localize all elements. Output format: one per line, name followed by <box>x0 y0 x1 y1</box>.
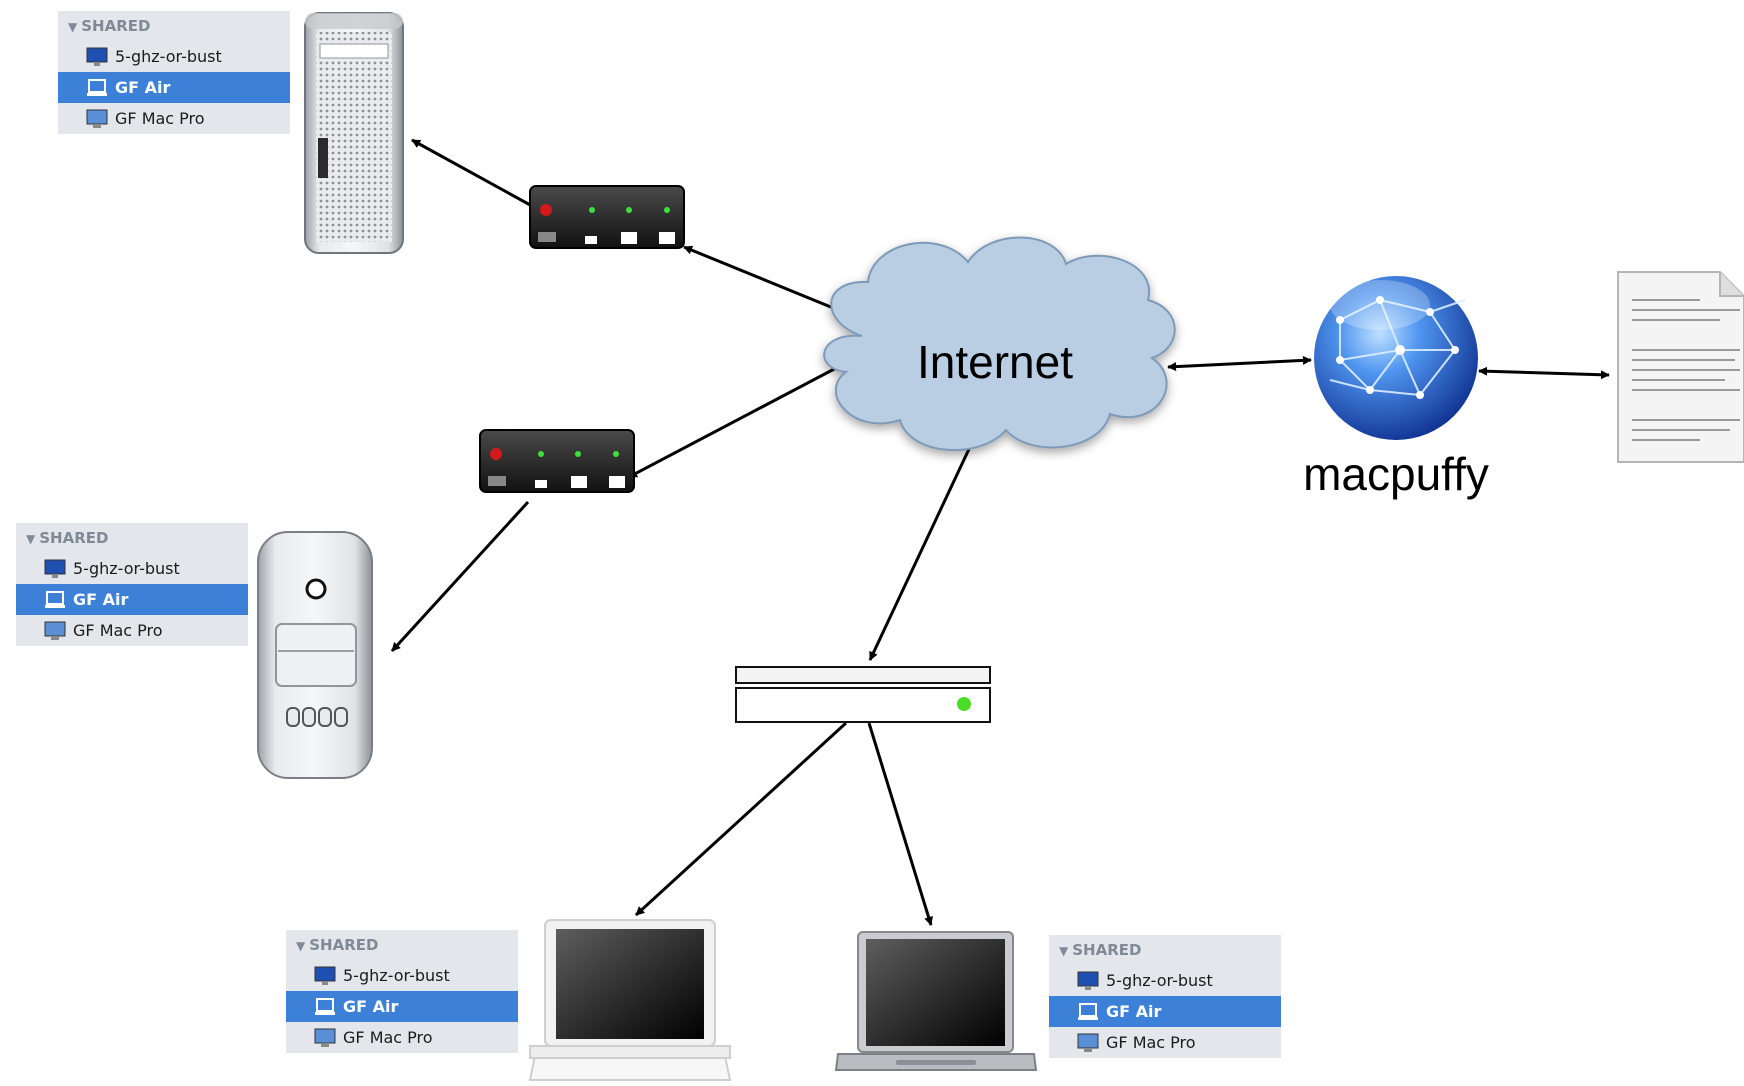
airport-base-station-icon <box>735 666 991 723</box>
display-icon <box>1077 1033 1099 1052</box>
sidebar-item-gf-mac-pro[interactable]: GF Mac Pro <box>58 103 290 134</box>
laptop-icon <box>315 998 335 1015</box>
network-globe-icon <box>1314 276 1478 440</box>
shared-section-header[interactable]: ▼SHARED <box>16 523 248 553</box>
power-mac-tower-icon <box>257 531 373 779</box>
disclosure-triangle-icon[interactable]: ▼ <box>296 939 306 953</box>
imac-icon <box>1077 971 1099 990</box>
laptop-icon <box>1078 1003 1098 1020</box>
sidebar-item-gf-mac-pro[interactable]: GF Mac Pro <box>286 1022 518 1053</box>
sidebar-item-5-ghz-or-bust[interactable]: 5-ghz-or-bust <box>1049 965 1281 996</box>
shared-section-header[interactable]: ▼SHARED <box>58 11 290 41</box>
imac-icon <box>86 47 108 66</box>
imac-icon <box>314 966 336 985</box>
sidebar-item-gf-mac-pro[interactable]: GF Mac Pro <box>1049 1027 1281 1058</box>
display-icon <box>314 1028 336 1047</box>
finder-sidebar-panel: ▼SHARED 5-ghz-or-bust GF Air GF Mac Pro <box>286 930 518 1053</box>
finder-sidebar-panel: ▼SHARED 5-ghz-or-bust GF Air GF Mac Pro <box>16 523 248 646</box>
arrow-airport-to-macbook <box>634 721 848 917</box>
arrow-internet-to-hub-top <box>683 245 844 314</box>
arrow-internet-to-hub-mid <box>628 365 839 479</box>
sidebar-item-5-ghz-or-bust[interactable]: 5-ghz-or-bust <box>286 960 518 991</box>
arrow-internet-to-airport <box>868 448 971 661</box>
internet-label: Internet <box>917 336 1073 388</box>
imac-icon <box>44 559 66 578</box>
sidebar-item-gf-air[interactable]: GF Air <box>16 584 248 615</box>
arrow-server-to-document <box>1478 366 1610 380</box>
shared-section-header[interactable]: ▼SHARED <box>286 930 518 960</box>
mac-pro-tower-icon <box>304 12 404 254</box>
macbook-laptop-icon <box>528 919 732 1081</box>
laptop-icon <box>45 591 65 608</box>
disclosure-triangle-icon[interactable]: ▼ <box>1059 944 1069 958</box>
sidebar-item-5-ghz-or-bust[interactable]: 5-ghz-or-bust <box>16 553 248 584</box>
finder-sidebar-panel: ▼SHARED 5-ghz-or-bust GF Air GF Mac Pro <box>58 11 290 134</box>
arrow-hub-mid-to-power-mac <box>390 500 530 653</box>
display-icon <box>86 109 108 128</box>
internet-cloud <box>823 236 1176 452</box>
disclosure-triangle-icon[interactable]: ▼ <box>26 532 36 546</box>
sidebar-item-gf-mac-pro[interactable]: GF Mac Pro <box>16 615 248 646</box>
server-label: macpuffy <box>1303 448 1489 500</box>
disclosure-triangle-icon[interactable]: ▼ <box>68 20 78 34</box>
sidebar-item-5-ghz-or-bust[interactable]: 5-ghz-or-bust <box>58 41 290 72</box>
shared-section-header[interactable]: ▼SHARED <box>1049 935 1281 965</box>
document-icon <box>1617 271 1744 463</box>
finder-sidebar-panel: ▼SHARED 5-ghz-or-bust GF Air GF Mac Pro <box>1049 935 1281 1058</box>
ethernet-hub-top-icon <box>529 185 685 249</box>
connection-arrows <box>390 138 1610 926</box>
laptop-icon <box>87 79 107 96</box>
powerbook-laptop-icon <box>834 931 1038 1071</box>
ethernet-hub-middle-icon <box>479 429 635 493</box>
arrow-hub-top-to-mac-pro <box>411 138 533 208</box>
sidebar-item-gf-air[interactable]: GF Air <box>286 991 518 1022</box>
sidebar-item-gf-air[interactable]: GF Air <box>1049 996 1281 1027</box>
arrow-airport-to-powerbook <box>867 722 933 926</box>
display-icon <box>44 621 66 640</box>
sidebar-item-gf-air[interactable]: GF Air <box>58 72 290 103</box>
arrow-internet-to-server <box>1167 355 1312 372</box>
